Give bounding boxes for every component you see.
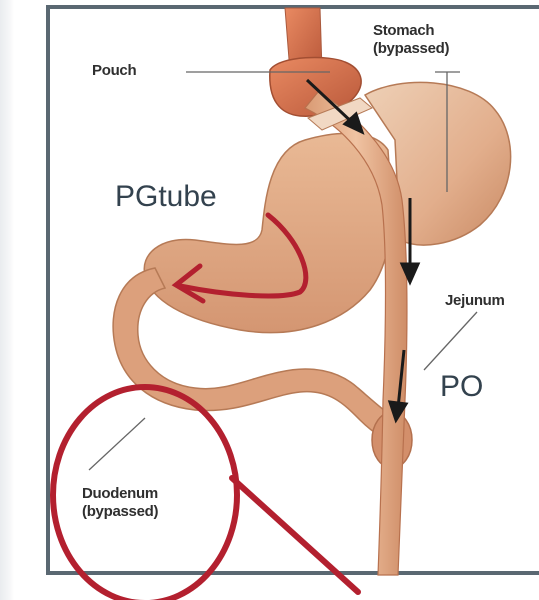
po-label: PO bbox=[440, 370, 483, 404]
jejunum-leader bbox=[424, 312, 477, 370]
duodenum-label-line1: Duodenum bbox=[82, 485, 158, 503]
pouch-label: Pouch bbox=[92, 62, 136, 80]
stomach-label-line2: (bypassed) bbox=[373, 40, 449, 58]
stomach-body bbox=[144, 133, 392, 332]
duodenum-label-line2: (bypassed) bbox=[82, 503, 158, 521]
duodenum-label: Duodenum (bypassed) bbox=[82, 485, 158, 521]
duodenum-leader bbox=[89, 418, 145, 470]
stomach-label-line1: Stomach bbox=[373, 22, 449, 40]
highlight-pointer-line bbox=[232, 478, 358, 592]
stomach-label: Stomach (bypassed) bbox=[373, 22, 449, 58]
jejunum-label: Jejunum bbox=[445, 292, 505, 310]
pgtube-label: PGtube bbox=[115, 180, 217, 214]
